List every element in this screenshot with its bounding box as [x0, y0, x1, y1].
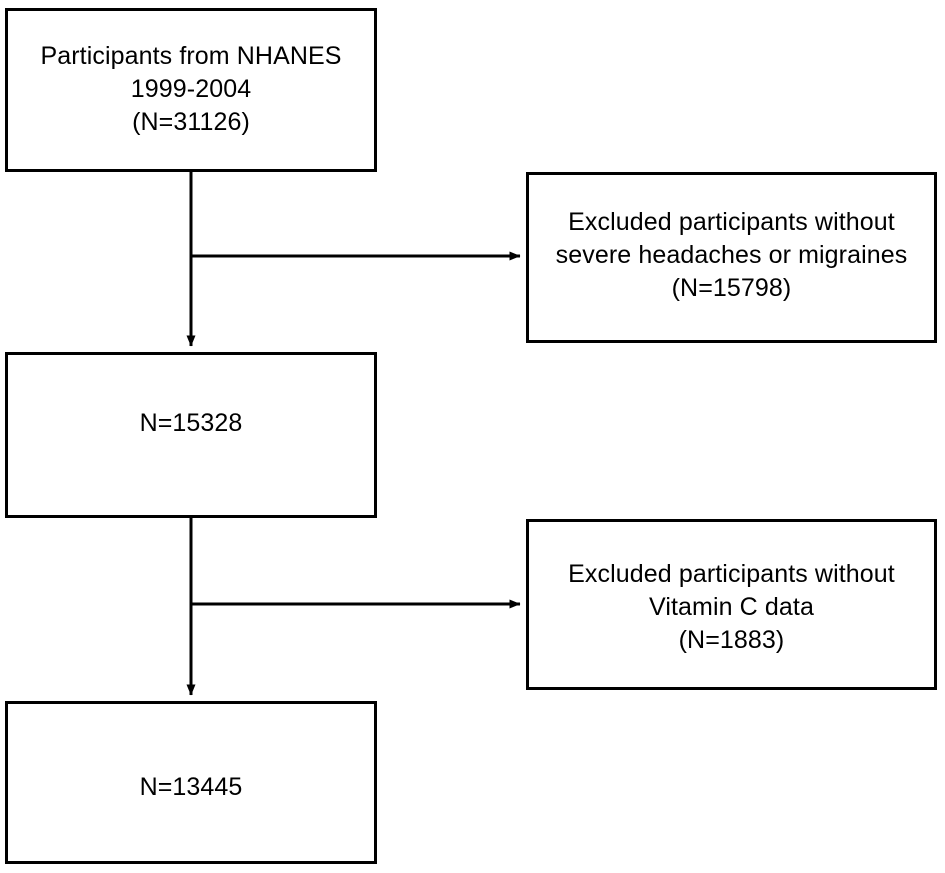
final-analytic-sample-box: N=13445 [5, 701, 377, 864]
remaining-after-headache-box: N=15328 [5, 352, 377, 518]
source-population-label: Participants from NHANES 1999-2004 (N=31… [40, 42, 342, 136]
final-analytic-sample-label: N=13445 [139, 773, 243, 801]
remaining-after-headache-label: N=15328 [139, 409, 243, 437]
excluded-vitamin-c-box: Excluded participants without Vitamin C … [526, 519, 937, 690]
excluded-vitamin-c-label: Excluded participants without Vitamin C … [568, 560, 895, 654]
excluded-headache-label: Excluded participants without severe hea… [555, 208, 908, 302]
excluded-headache-box: Excluded participants without severe hea… [526, 172, 937, 343]
source-population-box: Participants from NHANES 1999-2004 (N=31… [5, 8, 377, 172]
